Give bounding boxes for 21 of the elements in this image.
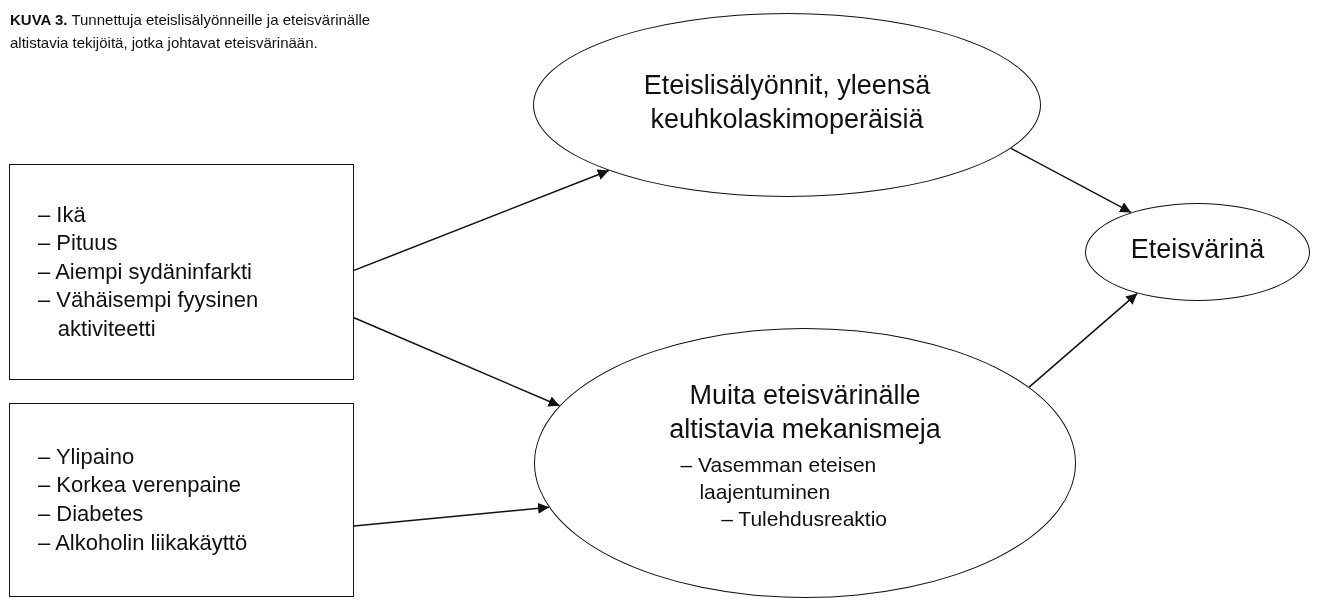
list-item: – Vasemman eteisen laajentuminen [680, 451, 878, 506]
list-item: – Korkea verenpaine [38, 471, 243, 500]
arrow [353, 169, 610, 272]
figure-caption: KUVA 3. Tunnettuja eteislisälyönneille ja eteisvärinälle altistavia tekijöitä, jotka johtavat eteisvärinään. [10, 10, 372, 54]
arrow [1010, 147, 1132, 214]
list-box [9, 164, 354, 380]
node-heading: Eteislisälyönnit, yleensä keuhkolaskimoperäisiä [642, 69, 932, 136]
arrow [353, 502, 550, 527]
list-item: – Tulehdusreaktio [721, 506, 888, 533]
list-item: – Vähäisempi fyysinen aktiviteetti [38, 286, 260, 343]
list-item: – Diabetes [38, 500, 145, 528]
list-box [9, 403, 354, 597]
list-item: – Ylipaino [38, 442, 136, 471]
node-heading: Eteisvärinä [1130, 233, 1265, 267]
list-item: – Alkoholin liikakäyttö [38, 528, 249, 557]
arrow [1028, 292, 1138, 388]
node-heading: Muita eteisvärinälle altistavia mekanismeja [668, 379, 942, 447]
list-item: – Ikä [38, 200, 87, 229]
list-item: – Pituus [38, 229, 119, 258]
arrow [353, 317, 561, 407]
list-item: – Aiempi sydäninfarkti [38, 257, 253, 286]
